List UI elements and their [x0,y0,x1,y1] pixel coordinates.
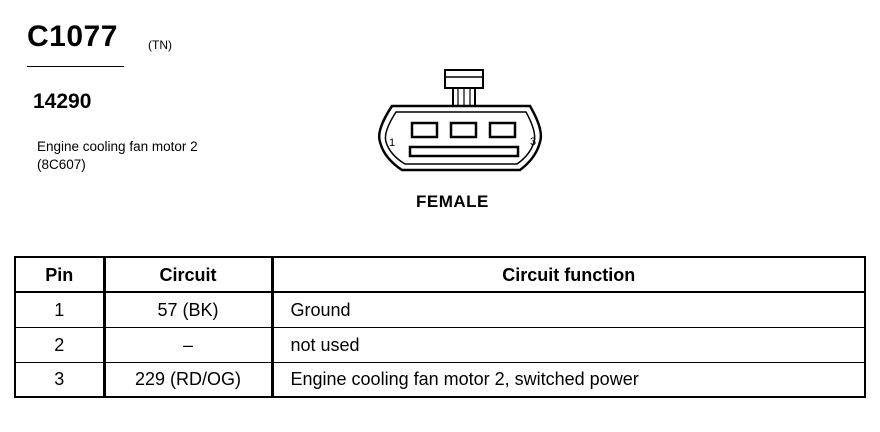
connector-lock-tab [444,69,484,89]
pin-label-left: 1 [389,137,396,149]
terminal-cavity-2 [449,121,478,139]
row-circuit-function: not used [271,326,866,363]
header-circuit: Circuit [103,256,274,293]
header-circuit-function: Circuit function [271,256,866,293]
connector-id: C1077 [27,20,118,53]
row-circuit: – [103,326,274,363]
connector-tag: (TN) [148,38,172,52]
connector-description-code: (8C607) [37,156,86,172]
pin-table: Pin Circuit Circuit function 1 57 (BK) G… [14,256,866,398]
header-pin: Pin [14,256,106,293]
table-row: 2 – not used [14,326,866,363]
connector-description: Engine cooling fan motor 2 (8C607) [37,138,198,173]
connector-face-diagram [378,69,543,172]
connector-gender: FEMALE [416,192,489,211]
row-pin: 1 [14,291,106,328]
row-pin: 3 [14,361,106,398]
terminal-cavity-3 [488,121,517,139]
pin-table-header-row: Pin Circuit Circuit function [14,256,866,293]
row-circuit: 229 (RD/OG) [103,361,274,398]
row-pin: 2 [14,326,106,363]
table-row: 3 229 (RD/OG) Engine cooling fan motor 2… [14,361,866,398]
table-row: 1 57 (BK) Ground [14,291,866,328]
pin-label-right: 3 [530,136,537,148]
row-circuit-function: Engine cooling fan motor 2, switched pow… [271,361,866,398]
terminal-cavity-1 [410,121,439,139]
connector-id-underline [27,66,124,67]
part-number: 14290 [33,90,92,113]
connector-description-name: Engine cooling fan motor 2 [37,139,198,154]
connector-slot [408,145,520,158]
row-circuit-function: Ground [271,291,866,328]
row-circuit: 57 (BK) [103,291,274,328]
